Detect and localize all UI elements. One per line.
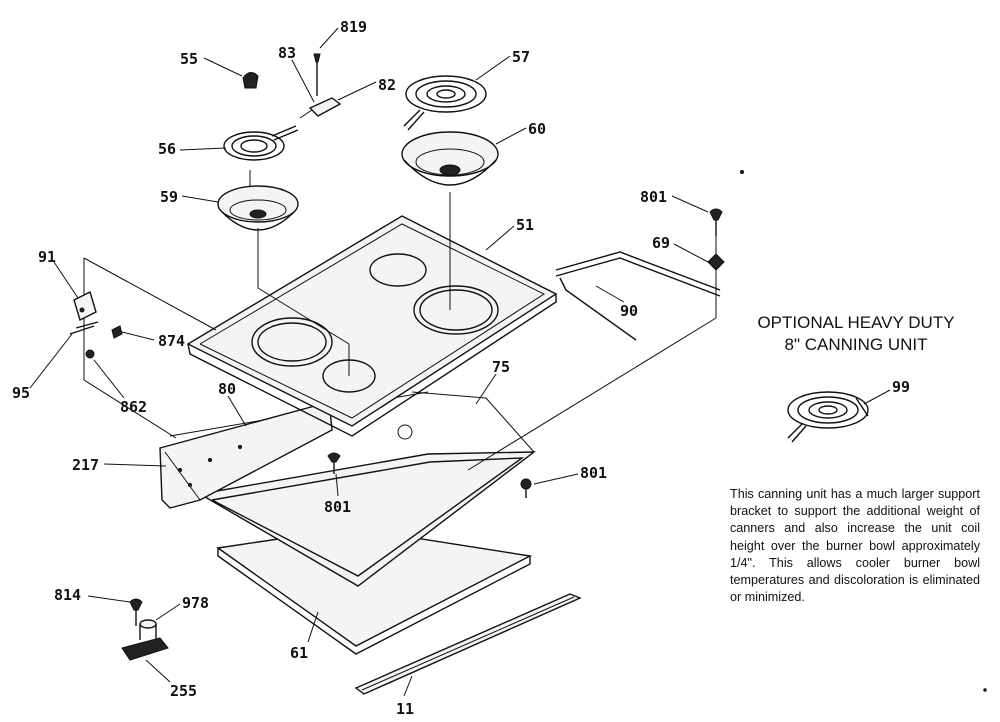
part-90-rear-bracket (555, 251, 721, 341)
callout-51: 51 (516, 216, 534, 234)
callout-99: 99 (892, 378, 910, 396)
part-978-insulator (139, 619, 157, 640)
callout-75: 75 (492, 358, 510, 376)
callout-labels: 819 55 83 82 57 56 60 59 801 51 69 91 90… (12, 18, 910, 718)
callout-57: 57 (512, 48, 530, 66)
part-255-terminal-block (121, 637, 169, 661)
part-57-large-burner-element (403, 75, 487, 131)
callout-874: 874 (158, 332, 185, 350)
part-59-small-burner-bowl (217, 185, 299, 231)
callout-11: 11 (396, 700, 414, 718)
part-814-screw (129, 598, 143, 626)
part-69-clip (707, 253, 725, 271)
optional-unit-heading: OPTIONAL HEAVY DUTY 8" CANNING UNIT (722, 312, 990, 356)
callout-60: 60 (528, 120, 546, 138)
part-51-cooktop (186, 215, 558, 437)
part-874-screw (111, 325, 123, 339)
callout-91: 91 (38, 248, 56, 266)
callout-55: 55 (180, 50, 198, 68)
heading-line-1: OPTIONAL HEAVY DUTY (757, 313, 955, 332)
part-95-spring (69, 321, 99, 335)
callout-217: 217 (72, 456, 99, 474)
callout-leaders (29, 27, 891, 697)
callout-61: 61 (290, 644, 308, 662)
part-99-canning-unit (787, 391, 869, 443)
canning-unit-description: This canning unit has a much larger supp… (730, 487, 980, 605)
callout-80: 80 (218, 380, 236, 398)
part-801-screw-rear (709, 208, 723, 236)
part-60-large-burner-bowl (401, 131, 499, 186)
callout-90: 90 (620, 302, 638, 320)
callout-801-middle: 801 (324, 498, 351, 516)
callout-56: 56 (158, 140, 176, 158)
part-862-nut (85, 349, 95, 359)
part-11-trim-strip (354, 593, 582, 695)
callout-59: 59 (160, 188, 178, 206)
part-56-small-burner-element (223, 125, 299, 161)
callout-69: 69 (652, 234, 670, 252)
callout-801-right: 801 (580, 464, 607, 482)
callout-255: 255 (170, 682, 197, 700)
part-801-screw-middle (327, 452, 341, 474)
callout-801-rear: 801 (640, 188, 667, 206)
part-801-screw-right (520, 478, 532, 498)
part-55-cap (242, 72, 259, 89)
heading-line-2: 8" CANNING UNIT (784, 335, 928, 354)
callout-83: 83 (278, 44, 296, 62)
stray-dot (983, 688, 987, 692)
callout-819: 819 (340, 18, 367, 36)
stray-dot (740, 170, 744, 174)
callout-862: 862 (120, 398, 147, 416)
callout-82: 82 (378, 76, 396, 94)
callout-95: 95 (12, 384, 30, 402)
callout-814: 814 (54, 586, 81, 604)
part-82-terminal-block (299, 53, 342, 119)
callout-978: 978 (182, 594, 209, 612)
part-91-left-clip (73, 291, 97, 321)
